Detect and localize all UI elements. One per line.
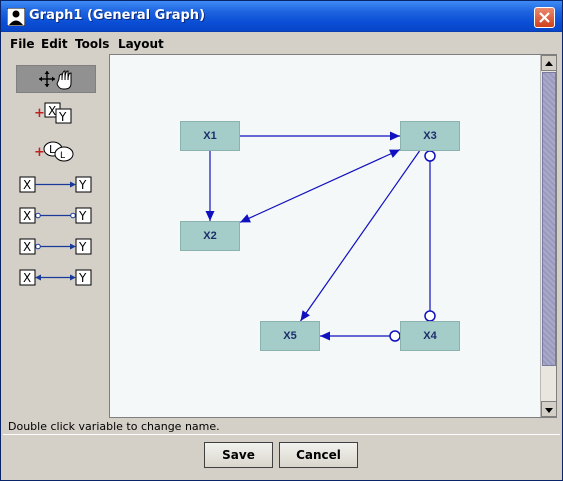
window-title: Graph1 (General Graph) [29,8,206,23]
circle-endpoint-x4 [424,310,436,322]
menu-tools[interactable]: Tools [75,37,110,51]
svg-text:X: X [23,209,31,223]
tool-prefix-plus: + [34,106,45,121]
arrowhead-x5 [300,310,310,321]
arrowhead-x2 [240,214,251,223]
graph-node-x1[interactable]: X1 [180,121,240,151]
graph-edges [205,131,436,342]
bidirected-edge-icon: X Y [19,269,92,286]
partially-oriented-edge-icon: X Y [19,238,92,255]
app-icon [7,8,25,26]
svg-text:Y: Y [78,209,87,223]
add-variable-icon: + X Y [34,102,72,124]
tool-add-variable[interactable]: + X Y [16,98,96,126]
graph-node-x4[interactable]: X4 [400,321,460,351]
scrollbar-thumb[interactable] [542,72,556,366]
directed-edge-icon: X Y [19,176,92,193]
tool-nondirected-edge[interactable]: X Y [16,201,96,229]
add-latent-icon: + L L [34,141,74,162]
svg-text:X: X [48,104,56,118]
arrowhead-x3 [390,131,400,141]
svg-text:Y: Y [78,271,87,285]
svg-text:+: + [34,145,45,160]
graph-node-x2[interactable]: X2 [180,221,240,251]
svg-text:X: X [23,178,31,192]
circle-endpoint-x3 [424,150,436,162]
edge-x2-x3[interactable] [239,149,401,223]
graph-toolbar: + X Y + L L X Y [9,58,104,416]
arrowhead-x5 [320,331,330,341]
save-button[interactable]: Save [204,442,273,468]
nondirected-edge-icon: X Y [19,207,92,224]
tool-add-latent[interactable]: + L L [16,137,96,165]
status-text: Double click variable to change name. [8,420,220,433]
close-icon [539,12,550,23]
status-divider [3,434,560,435]
svg-text:L: L [49,143,56,156]
svg-text:Y: Y [58,110,67,124]
svg-text:Y: Y [78,240,87,254]
arrowhead-x2 [205,211,215,221]
scroll-down-button[interactable] [541,401,557,417]
svg-text:L: L [60,151,65,161]
menu-file[interactable]: File [10,37,35,51]
menu-bar: File Edit Tools Layout [1,32,562,54]
tool-bidirected-edge[interactable]: X Y [16,263,96,291]
edge-x3-x5[interactable] [300,150,420,322]
tool-partially-oriented-edge[interactable]: X Y [16,232,96,260]
svg-text:X: X [23,240,31,254]
svg-text:Y: Y [78,178,87,192]
circle-endpoint-x4 [389,330,401,342]
tool-directed-edge[interactable]: X Y [16,170,96,198]
menu-edit[interactable]: Edit [41,37,68,51]
close-button[interactable] [534,7,555,28]
arrow-down-icon [545,408,553,413]
arrow-up-icon [545,61,553,66]
move-select-icon [39,70,72,90]
vertical-scrollbar[interactable] [540,55,557,417]
arrowhead-x3 [389,149,400,158]
scroll-up-button[interactable] [541,55,557,71]
menu-layout[interactable]: Layout [118,37,164,51]
graph-node-x5[interactable]: X5 [260,321,320,351]
graph-node-x3[interactable]: X3 [400,121,460,151]
title-bar[interactable]: Graph1 (General Graph) [1,1,562,32]
svg-text:X: X [23,271,31,285]
tool-select-move[interactable] [16,65,96,93]
cancel-button[interactable]: Cancel [279,442,358,468]
